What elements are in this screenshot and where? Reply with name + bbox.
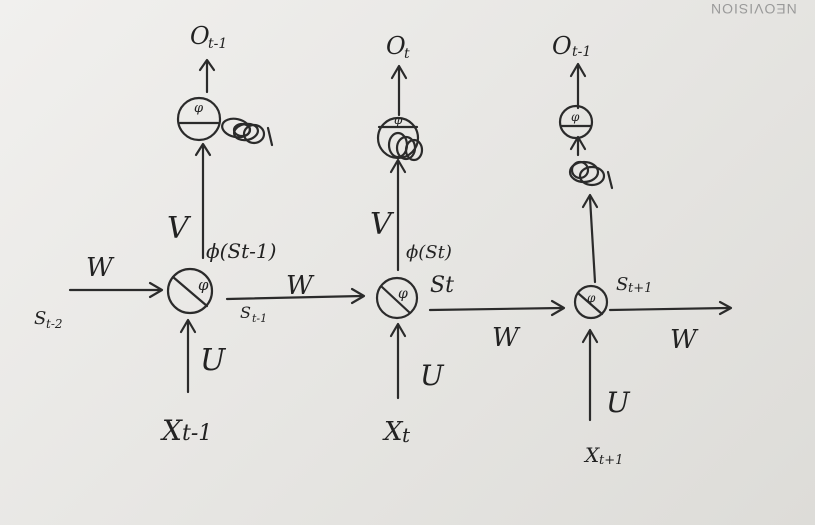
v-label-2: V (370, 207, 395, 242)
o-sub-2: t (404, 46, 410, 62)
w-arrow-2 (428, 306, 564, 312)
u-label-3: U (606, 386, 631, 419)
s-next-sub: t+1 (628, 281, 652, 296)
column-t: φ V ϕ(St) φ U X t O t (370, 32, 452, 447)
svg-text:φ: φ (198, 276, 209, 294)
w-arrow-3 (608, 306, 730, 312)
hidden-node-2 (375, 276, 419, 320)
output-arrowhead-1 (198, 58, 216, 72)
u-label-1: U (200, 343, 227, 378)
watermark: NEOVISION (710, 1, 797, 17)
o-label-3: O (552, 32, 572, 60)
scribble-3 (568, 160, 614, 190)
x-sub-1: t-1 (182, 421, 212, 446)
hidden-node-1 (166, 267, 214, 315)
w-label-0: W (86, 253, 115, 283)
s-prev2-label: S (34, 308, 46, 329)
x-sub-2: t (402, 423, 411, 447)
s-prev2-sub: t-2 (46, 317, 63, 331)
w-arrow-1 (225, 294, 364, 301)
v-arrow-3 (588, 196, 597, 284)
w-label-1: W (286, 271, 315, 301)
phi-label-2: ϕ(St) (406, 242, 452, 263)
u-label-2: U (420, 359, 445, 392)
scribble-1 (221, 117, 274, 147)
svg-text:φ: φ (394, 113, 403, 127)
output-node-3 (558, 104, 594, 140)
column-t-plus-1: φ φ S t+1 U X t+1 O t-1 (552, 32, 652, 468)
s-next-label: S (616, 274, 628, 295)
s-prev-label: S (240, 303, 251, 322)
output-node-1 (176, 96, 222, 142)
s-prev-sub: t-1 (252, 312, 267, 325)
w-label-3: W (670, 325, 699, 355)
column-t-minus-1: φ V ϕ(St-1) φ U X t-1 O t-1 (160, 22, 276, 447)
o-sub-1: t-1 (208, 36, 227, 52)
o-sub-3: t-1 (572, 44, 591, 60)
scribble-2 (387, 131, 424, 162)
svg-text:φ: φ (587, 291, 596, 305)
v-label-1: V (167, 211, 192, 246)
w-label-2: W (492, 323, 521, 353)
x-label-3: X (583, 443, 600, 467)
x-label-1: X (160, 414, 183, 447)
phi-label-1: ϕ(St-1) (206, 239, 276, 263)
o-label-1: O (190, 22, 210, 50)
svg-text:φ: φ (571, 110, 580, 124)
x-label-2: X (382, 417, 404, 447)
x-sub-3: t+1 (599, 453, 623, 468)
o-label-2: O (386, 32, 406, 60)
s-cur-label: St (430, 273, 454, 298)
svg-text:φ: φ (398, 286, 408, 302)
svg-text:φ: φ (194, 101, 204, 116)
hidden-node-3 (573, 284, 609, 320)
